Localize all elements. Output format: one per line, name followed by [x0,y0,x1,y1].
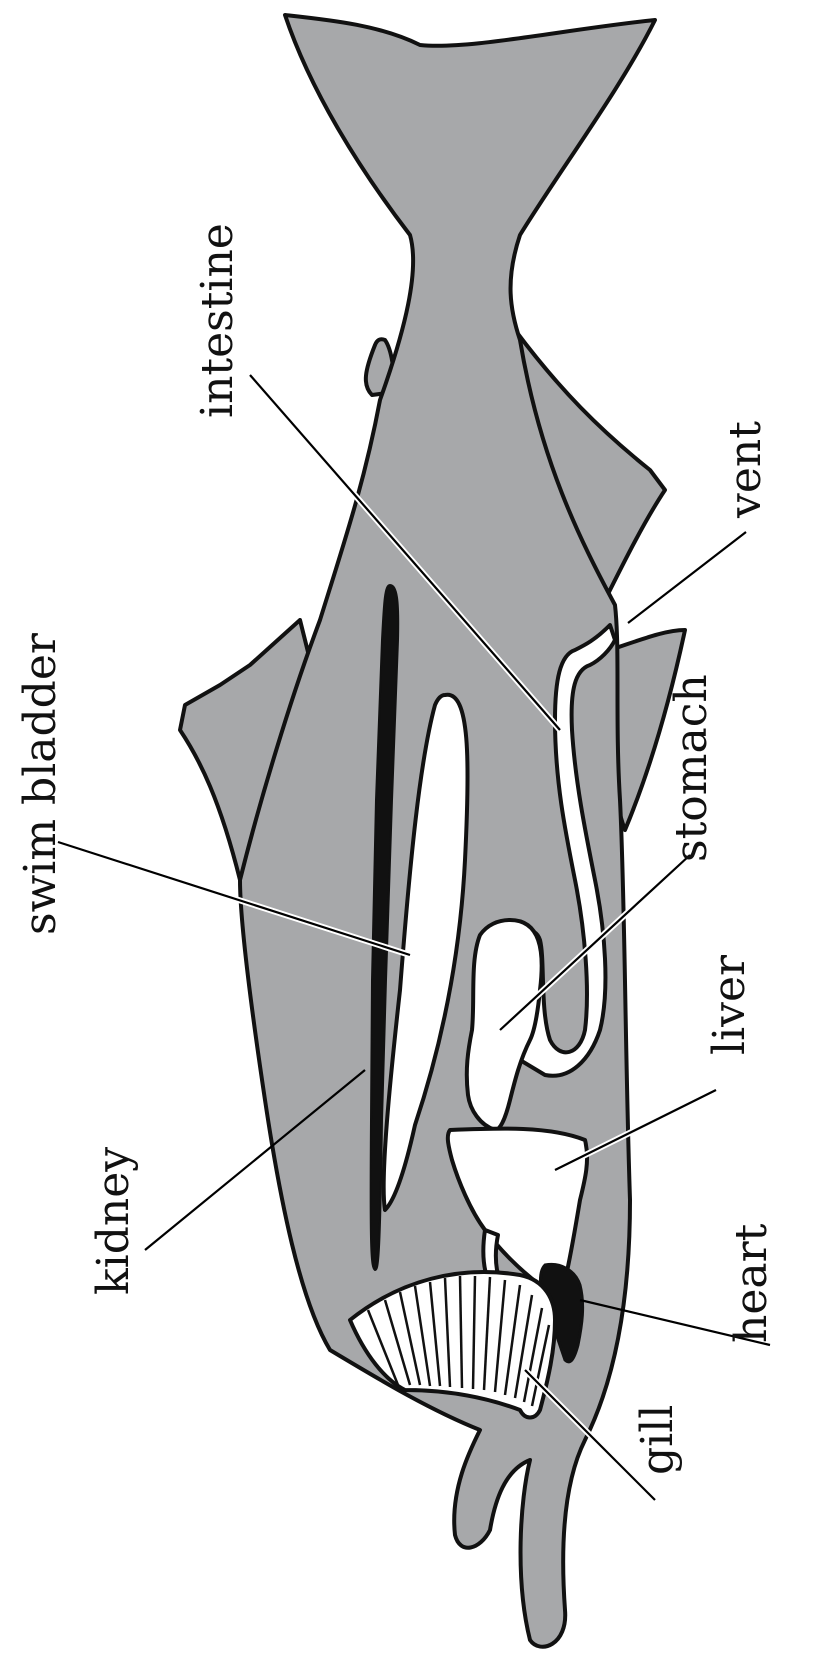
label-stomach: stomach [666,674,717,862]
label-swim-bladder: swim bladder [15,632,66,935]
label-kidney: kidney [88,1147,139,1295]
label-intestine: intestine [192,223,243,418]
label-vent: vent [720,421,771,519]
label-gill: gill [632,1405,683,1475]
label-liver: liver [704,954,755,1055]
label-heart: heart [726,1223,777,1343]
leader-vent [628,532,746,623]
